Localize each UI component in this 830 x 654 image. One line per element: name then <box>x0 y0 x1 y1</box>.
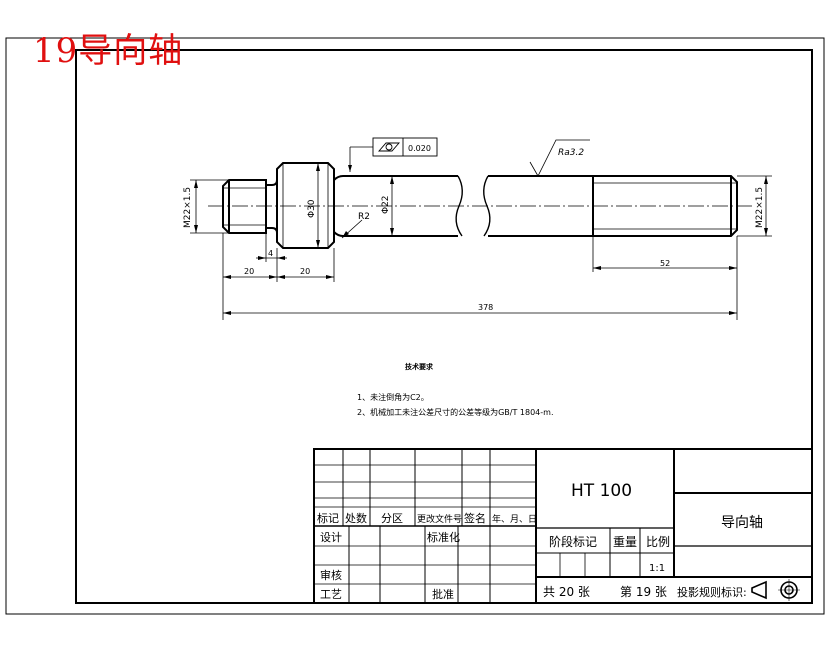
dim-len-groove: 4 <box>268 249 273 258</box>
dim-len-thread-right: 52 <box>660 259 670 268</box>
rev-header-count: 处数 <box>345 512 367 525</box>
dim-len-thread-left: 20 <box>244 267 254 276</box>
part-name: 导向轴 <box>721 515 763 531</box>
groove <box>266 179 278 234</box>
dim-radius: R2 <box>358 212 370 222</box>
notes-line-1: 1、未注倒角为C2。 <box>357 392 429 402</box>
weight-label: 重量 <box>613 535 637 549</box>
rev-header-sign: 签名 <box>464 511 486 525</box>
main-shaft <box>333 175 593 237</box>
shaft-part <box>208 162 752 249</box>
dim-shaft-dia: Φ22 <box>381 195 391 214</box>
row-review: 审核 <box>320 568 342 582</box>
notes-line-2: 2、机械加工未注公差尺寸的公差等级为GB/T 1804-m. <box>357 407 553 417</box>
row-approve: 批准 <box>432 587 454 601</box>
dim-total-length: 378 <box>478 303 493 312</box>
projection-symbol-icon <box>751 579 800 601</box>
title-block-lines <box>313 448 813 604</box>
stage-label: 阶段标记 <box>549 534 597 549</box>
scale-label: 比例 <box>646 535 670 549</box>
tolerance-frame <box>372 137 438 157</box>
title-block-texts: HT 100 导向轴 标记 处数 分区 更改文件号 签名 年、月、日 设计 标准… <box>317 481 763 601</box>
rev-header-mark: 标记 <box>317 511 339 525</box>
rev-header-zone: 分区 <box>381 512 403 525</box>
rev-header-doc: 更改文件号 <box>417 513 462 525</box>
dim-roughness: Ra3.2 <box>558 148 584 158</box>
dimension-arrows <box>194 163 768 315</box>
dim-tolerance: 0.020 <box>408 144 431 153</box>
row-standard: 标准化 <box>427 530 460 544</box>
dimension-texts: M22×1.5 Φ30 Φ22 M22×1.5 R2 0.020 Ra3.2 2… <box>183 144 765 312</box>
sheets-total: 共 20 张 <box>543 585 590 599</box>
rev-header-date: 年、月、日 <box>492 513 537 525</box>
projection-label: 投影规则标识: <box>677 585 747 599</box>
drawing-title: 19导向轴 <box>33 31 184 71</box>
scale-value: 1:1 <box>649 563 665 574</box>
technical-notes: 技术要求 1、未注倒角为C2。 2、机械加工未注公差尺寸的公差等级为GB/T 1… <box>357 362 553 417</box>
left-thread <box>222 179 267 234</box>
dim-len-collar: 20 <box>300 267 310 276</box>
dim-collar-dia: Φ30 <box>307 199 317 218</box>
sheet-number: 第 19 张 <box>620 585 667 599</box>
row-process: 工艺 <box>320 588 342 601</box>
material-name: HT 100 <box>571 481 632 501</box>
collar <box>276 162 335 249</box>
dim-thread-left: M22×1.5 <box>183 187 193 228</box>
dim-thread-right: M22×1.5 <box>755 187 765 228</box>
row-design: 设计 <box>320 531 342 544</box>
sheet-outer-border <box>5 37 825 615</box>
notes-heading: 技术要求 <box>405 362 434 371</box>
